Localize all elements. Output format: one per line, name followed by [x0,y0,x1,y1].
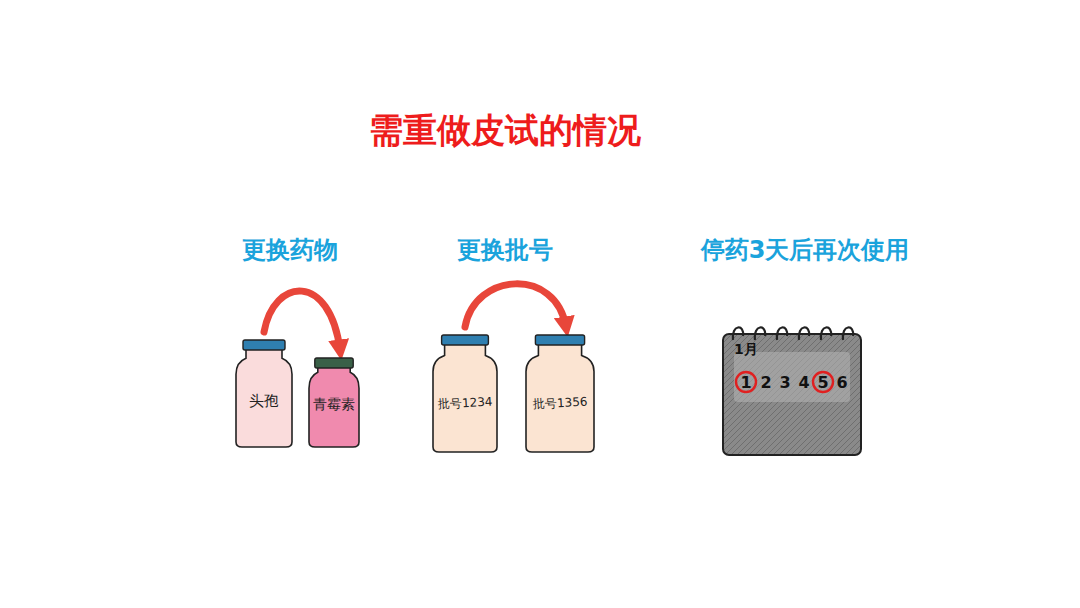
bottle-drawing [524,333,596,453]
day-number: 2 [760,373,771,392]
medicine-bottle: 批号1356 [524,333,596,453]
curved-arrow [465,284,566,327]
section-heading: 停药3天后再次使用 [701,234,910,266]
calendar: 1月 123456 [720,322,864,458]
medicine-bottle: 青霉素 [307,356,361,448]
day-number: 5 [817,373,828,392]
bottle-label: 青霉素 [313,396,355,414]
medicine-bottle: 头孢 [234,338,294,448]
bottle-label: 批号1234 [437,394,492,414]
day-number: 4 [798,373,809,392]
bottle-label: 批号1356 [532,394,587,414]
day-number: 3 [779,373,790,392]
section-heading: 更换药物 [242,234,338,266]
section-heading: 更换批号 [457,234,553,266]
day-number: 1 [740,373,751,392]
bottle-label: 头孢 [249,392,279,411]
title: 需重做皮试的情况 [0,108,1010,154]
month-label: 1月 [734,341,758,359]
day-number: 6 [836,373,847,392]
medicine-bottle: 批号1234 [431,333,499,453]
bottle-drawing [431,333,499,453]
